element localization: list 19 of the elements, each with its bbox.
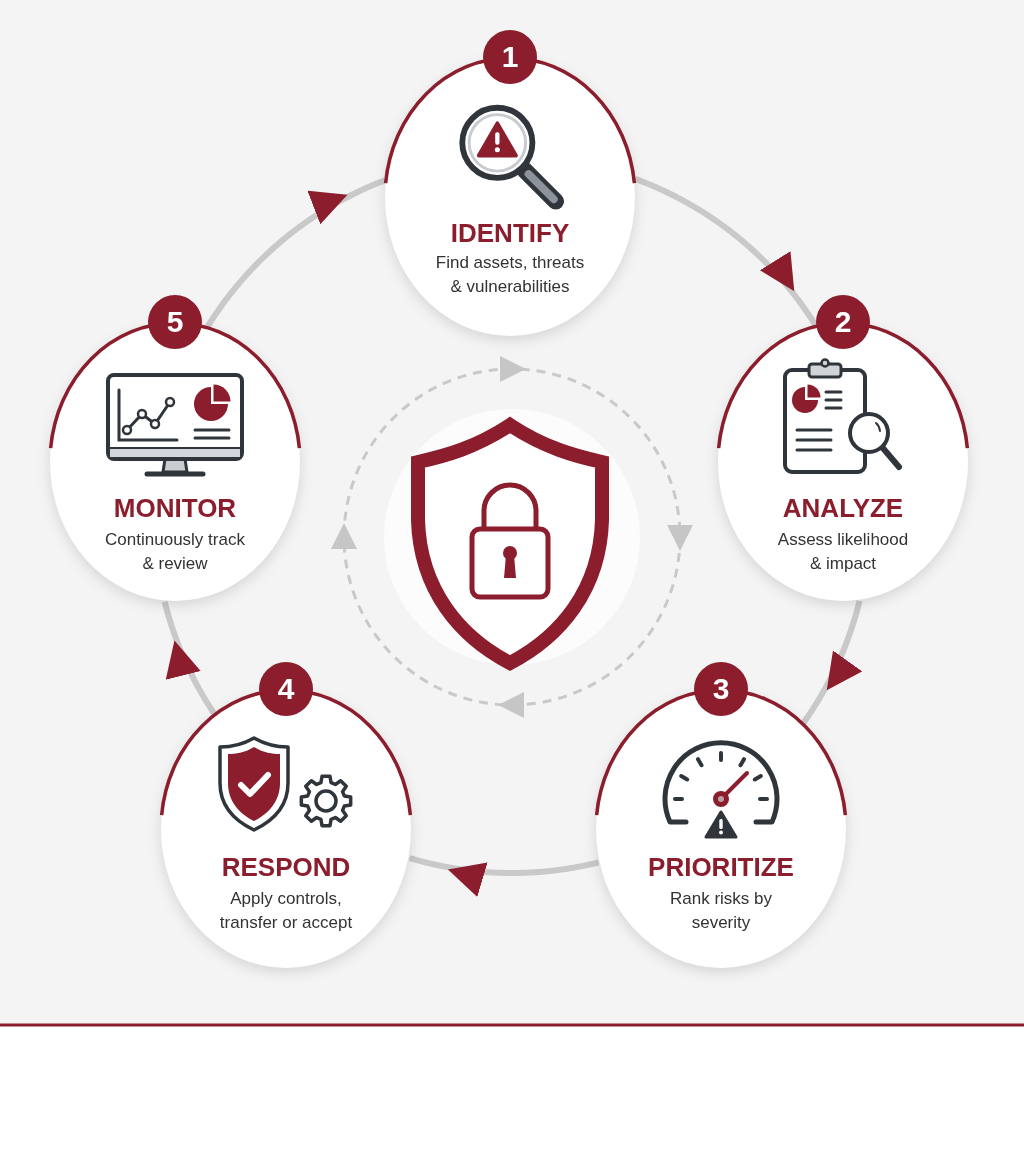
step-circle (384, 30, 636, 337)
step-description: Find assets, threats & vulnerabilities (434, 252, 586, 298)
arrow (407, 855, 602, 897)
step-circle (717, 295, 969, 602)
arrow (800, 598, 863, 726)
step-title: ANALYZE (782, 493, 904, 523)
step-description: Assess likelihood & impact (776, 529, 910, 575)
step-description: Continuously track & review (104, 529, 246, 575)
arrow (161, 599, 217, 717)
step-description: Apply controls, transfer or accept (218, 888, 354, 934)
step-circle (160, 662, 412, 969)
step-title: PRIORITIZE (648, 852, 794, 882)
step-title: RESPOND (221, 852, 351, 882)
step-title: IDENTIFY (450, 218, 570, 248)
step-circle (595, 662, 847, 969)
step-description: Rank risks by severity (669, 888, 773, 934)
step-circle (49, 295, 301, 602)
step-title: MONITOR (113, 493, 237, 523)
arrow (205, 177, 388, 329)
